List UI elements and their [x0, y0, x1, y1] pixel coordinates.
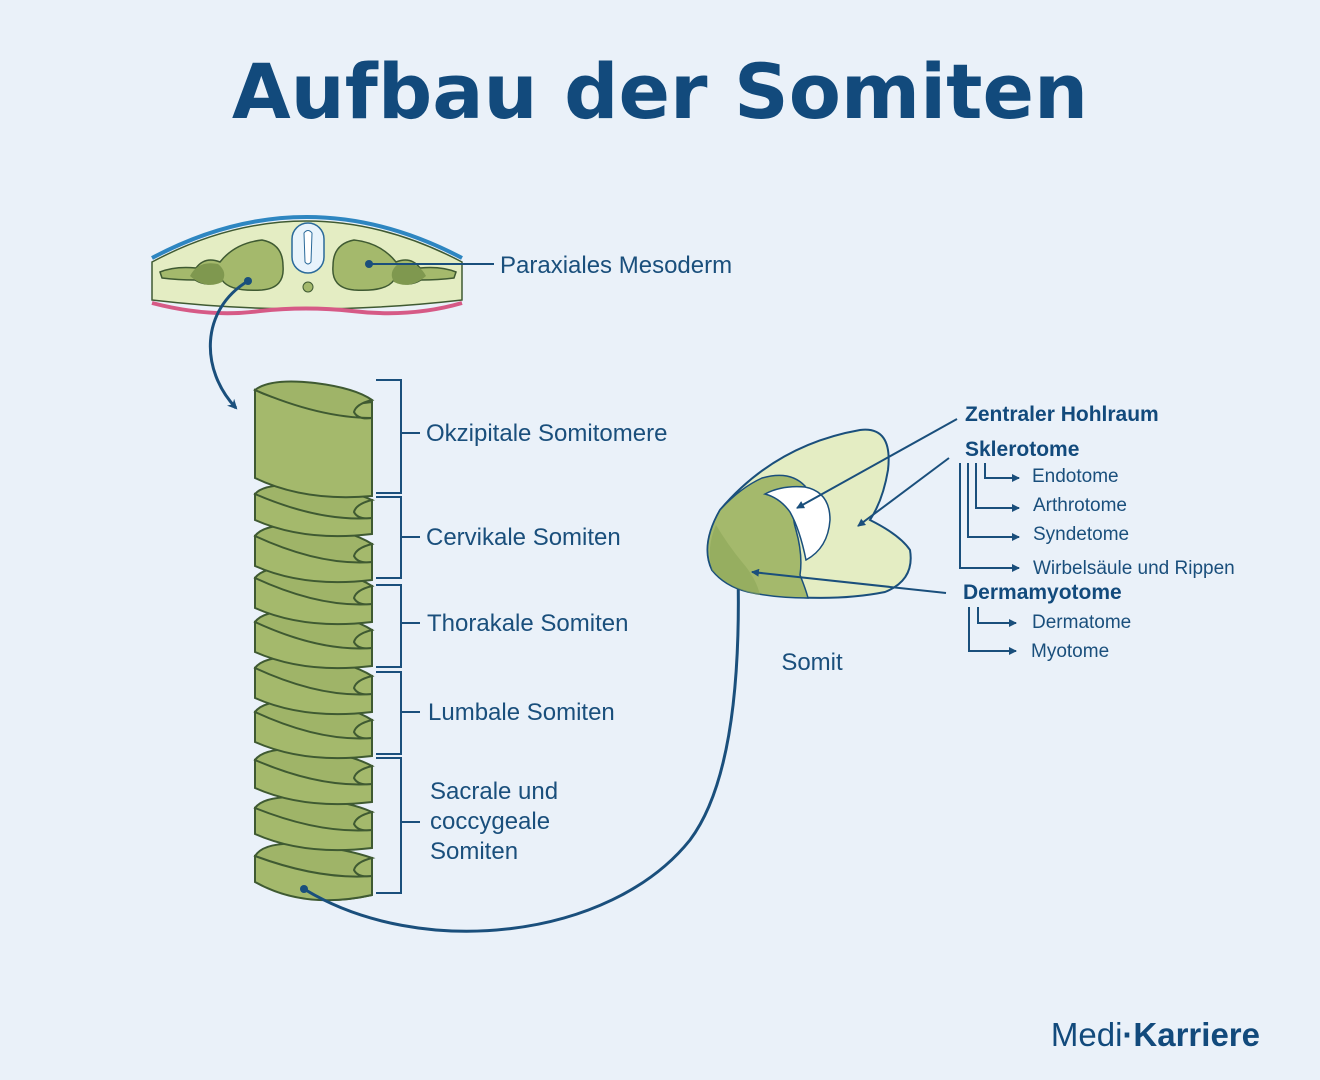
- logo-dot: ·: [1122, 1016, 1133, 1053]
- label-arthrotome: Arthrotome: [1033, 495, 1127, 516]
- medi-karriere-logo: Medi·Karriere: [1051, 1016, 1260, 1053]
- label-wirbelsaeule-rippen: Wirbelsäule und Rippen: [1033, 558, 1235, 579]
- label-okzipitale-somitomere: Okzipitale Somitomere: [426, 420, 667, 447]
- label-sacrale-line2: coccygeale: [430, 808, 550, 835]
- arrow-to-column: [208, 279, 249, 410]
- label-syndetome: Syndetome: [1033, 524, 1129, 545]
- label-thorakale-somiten: Thorakale Somiten: [427, 610, 628, 637]
- embryo-cross-section: [151, 215, 494, 316]
- somit-pointers: [751, 418, 958, 594]
- label-sklerotome: Sklerotome: [965, 438, 1079, 461]
- label-cervikale-somiten: Cervikale Somiten: [426, 524, 621, 551]
- segment-stack: [253, 380, 376, 852]
- somite-column: [253, 380, 376, 902]
- label-dermamyotome: Dermamyotome: [963, 581, 1122, 604]
- endoderm: [151, 301, 463, 316]
- notochord: [302, 281, 314, 293]
- label-endotome: Endotome: [1032, 466, 1119, 487]
- label-sacrale-line1: Sacrale und: [430, 778, 558, 805]
- dermamyotome-tree: [968, 607, 1017, 655]
- zentraler-hohlraum: [762, 485, 831, 562]
- sklerotome-tree: [959, 463, 1020, 572]
- logo-part-medi: Medi: [1051, 1016, 1123, 1053]
- arrow-to-somit: [303, 570, 744, 933]
- label-lumbale-somiten: Lumbale Somiten: [428, 699, 615, 726]
- label-paraxiales-mesoderm: Paraxiales Mesoderm: [500, 252, 732, 279]
- label-dermatome: Dermatome: [1032, 612, 1131, 633]
- label-sacrale-line3: Somiten: [430, 838, 518, 865]
- svg-text:Medi·Karriere: Medi·Karriere: [1051, 1016, 1260, 1053]
- page-title: Aufbau der Somiten: [232, 47, 1088, 136]
- logo-part-karriere: Karriere: [1133, 1016, 1260, 1053]
- label-zentraler-hohlraum: Zentraler Hohlraum: [965, 403, 1159, 426]
- somit-detail: [706, 428, 912, 599]
- ectoderm: [151, 215, 463, 260]
- region-brackets: [376, 379, 420, 894]
- label-somit: Somit: [781, 649, 843, 676]
- label-myotome: Myotome: [1031, 641, 1109, 662]
